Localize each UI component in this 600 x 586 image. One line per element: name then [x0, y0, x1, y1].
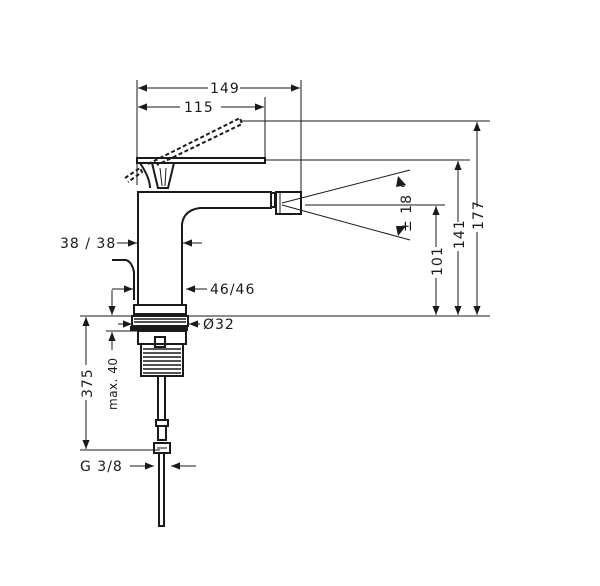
dimension-149: 149: [138, 81, 300, 97]
dimension-label-141: 141: [452, 219, 468, 249]
dimension-177: 177: [471, 122, 487, 315]
dimension-label-46: 46/46: [210, 282, 255, 298]
dimension-max-40: max. 40: [106, 290, 120, 410]
dimension-label-149: 149: [210, 81, 240, 97]
threaded-shank: [130, 315, 189, 377]
dimension-141: 141: [452, 161, 468, 315]
extension-lines: [80, 80, 490, 451]
dimension-label-angle: ± 18 °: [399, 181, 415, 232]
dimension-label-max-40: max. 40: [106, 357, 120, 410]
dimension-32: Ø32: [118, 317, 235, 333]
dimension-38: 38 / 38: [60, 236, 202, 252]
dimension-46: 46/46: [112, 282, 255, 298]
dimension-label-38: 38 / 38: [60, 236, 116, 252]
dimension-label-101: 101: [430, 246, 446, 276]
supply-hose: [153, 375, 171, 527]
dimension-label-375: 375: [80, 368, 96, 398]
dimension-label-32: Ø32: [203, 317, 235, 333]
spray-angle-lines: [281, 169, 411, 241]
angle-arrows: [396, 176, 406, 236]
dimension-label-g38: G 3/8: [80, 459, 123, 475]
dimension-101: 101: [430, 206, 446, 315]
dimension-115: 115: [138, 100, 264, 116]
dimension-375: 375: [80, 317, 96, 449]
dimension-g38: G 3/8: [80, 459, 196, 475]
dimension-label-115: 115: [184, 100, 214, 116]
faucet-body: [112, 116, 302, 315]
dimension-label-177: 177: [471, 200, 487, 230]
